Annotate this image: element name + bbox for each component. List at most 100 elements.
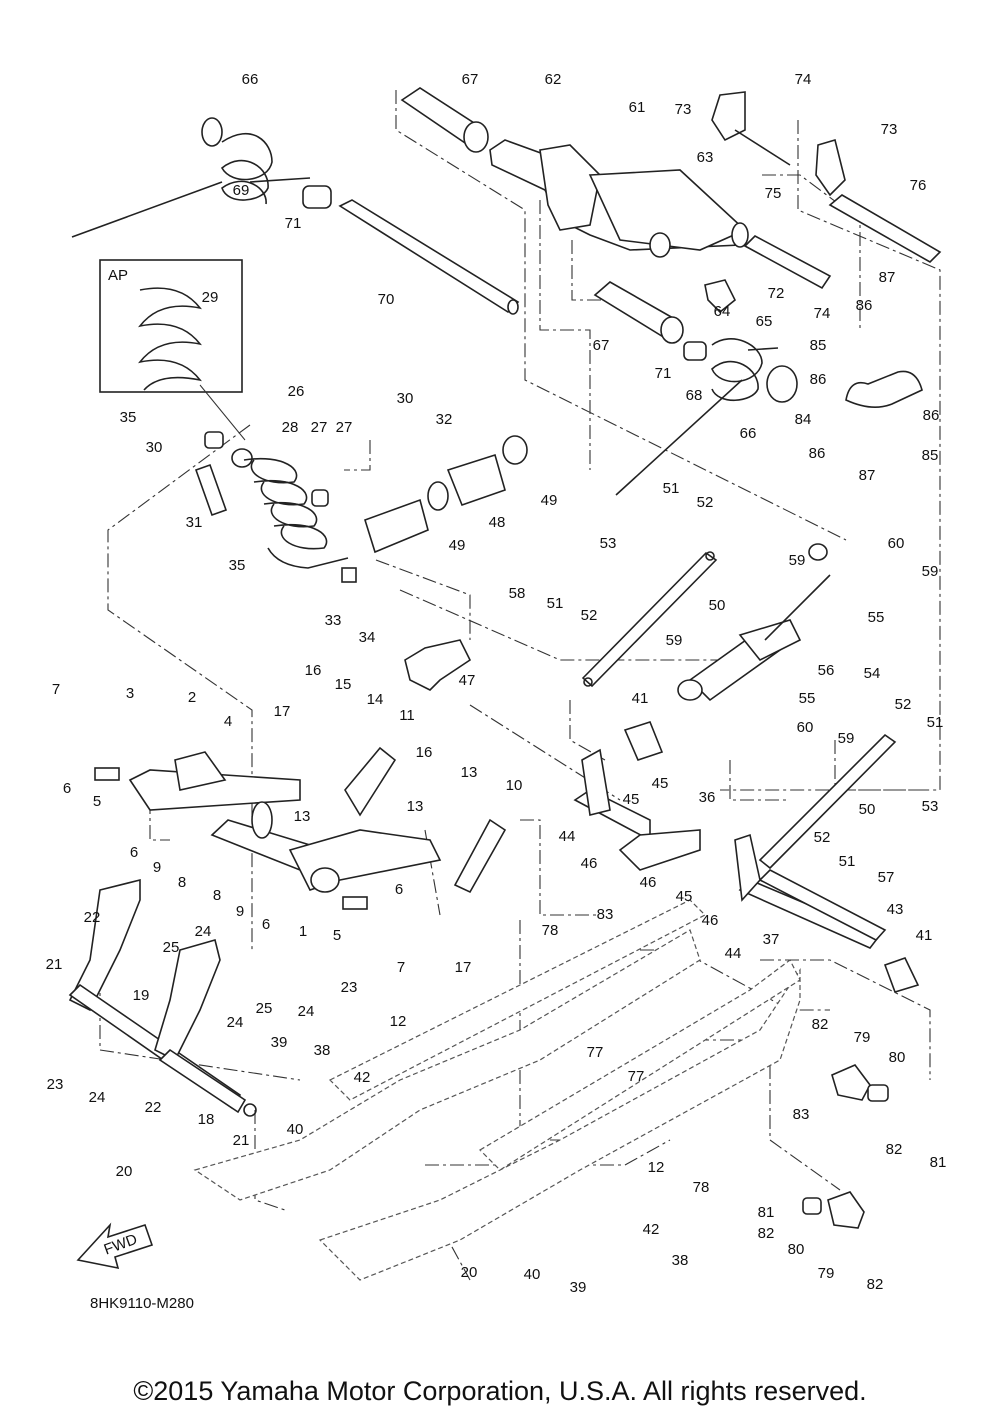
bushing-67-lower bbox=[593, 281, 684, 344]
callout-17: 17 bbox=[274, 703, 291, 720]
callout-78: 78 bbox=[542, 922, 559, 939]
callout-12: 12 bbox=[648, 1159, 665, 1176]
reservoir-48-49 bbox=[364, 435, 528, 554]
shaft-72 bbox=[743, 235, 832, 290]
callout-35: 35 bbox=[229, 557, 246, 574]
bushing-67-top bbox=[400, 87, 489, 153]
callout-74: 74 bbox=[814, 305, 831, 322]
callout-71: 71 bbox=[285, 215, 302, 232]
callout-82: 82 bbox=[758, 1225, 775, 1242]
callout-76: 76 bbox=[910, 177, 927, 194]
callout-6: 6 bbox=[63, 780, 71, 797]
torsion-spring-right bbox=[615, 338, 798, 496]
callout-7: 7 bbox=[52, 681, 60, 698]
callout-52: 52 bbox=[895, 696, 912, 713]
callout-8: 8 bbox=[213, 887, 221, 904]
callout-51: 51 bbox=[927, 714, 944, 731]
callout-34: 34 bbox=[359, 629, 376, 646]
callout-53: 53 bbox=[922, 798, 939, 815]
bracket-64 bbox=[704, 279, 737, 314]
callout-52: 52 bbox=[814, 829, 831, 846]
callout-38: 38 bbox=[314, 1042, 331, 1059]
callout-2: 2 bbox=[188, 689, 196, 706]
callout-13: 13 bbox=[407, 798, 424, 815]
callout-6: 6 bbox=[130, 844, 138, 861]
callout-57: 57 bbox=[878, 869, 895, 886]
drawing-code: 8HK9110-M280 bbox=[90, 1295, 194, 1312]
callout-24: 24 bbox=[227, 1014, 244, 1031]
callout-41: 41 bbox=[916, 927, 933, 944]
callout-20: 20 bbox=[461, 1264, 478, 1281]
callout-67: 67 bbox=[593, 337, 610, 354]
callout-61: 61 bbox=[629, 99, 646, 116]
callout-59: 59 bbox=[666, 632, 683, 649]
callout-79: 79 bbox=[854, 1029, 871, 1046]
rear-arm-assembly bbox=[94, 746, 507, 910]
torsion-spring-left bbox=[71, 117, 311, 238]
callout-75: 75 bbox=[765, 185, 782, 202]
callout-30: 30 bbox=[146, 439, 163, 456]
callout-59: 59 bbox=[838, 730, 855, 747]
callout-24: 24 bbox=[195, 923, 212, 940]
callout-5: 5 bbox=[93, 793, 101, 810]
callout-42: 42 bbox=[643, 1221, 660, 1238]
callout-66: 66 bbox=[740, 425, 757, 442]
bracket-47 bbox=[404, 639, 472, 691]
callout-85: 85 bbox=[810, 337, 827, 354]
callout-78: 78 bbox=[693, 1179, 710, 1196]
inset-label: AP bbox=[108, 267, 128, 284]
callout-23: 23 bbox=[47, 1076, 64, 1093]
callout-80: 80 bbox=[889, 1049, 906, 1066]
callout-49: 49 bbox=[449, 537, 466, 554]
callout-31: 31 bbox=[186, 514, 203, 531]
callout-15: 15 bbox=[335, 676, 352, 693]
callout-38: 38 bbox=[672, 1252, 689, 1269]
callout-16: 16 bbox=[416, 744, 433, 761]
callout-84: 84 bbox=[795, 411, 812, 428]
callout-62: 62 bbox=[545, 71, 562, 88]
callout-22: 22 bbox=[84, 909, 101, 926]
callout-67: 67 bbox=[462, 71, 479, 88]
callout-24: 24 bbox=[298, 1003, 315, 1020]
callout-12: 12 bbox=[390, 1013, 407, 1030]
callout-55: 55 bbox=[799, 690, 816, 707]
callout-80: 80 bbox=[788, 1241, 805, 1258]
callout-45: 45 bbox=[652, 775, 669, 792]
callout-6: 6 bbox=[262, 916, 270, 933]
bracket-73-75 bbox=[711, 91, 846, 197]
callout-13: 13 bbox=[461, 764, 478, 781]
callout-51: 51 bbox=[839, 853, 856, 870]
callout-83: 83 bbox=[597, 906, 614, 923]
callout-46: 46 bbox=[640, 874, 657, 891]
callout-37: 37 bbox=[763, 931, 780, 948]
callout-73: 73 bbox=[881, 121, 898, 138]
callout-8: 8 bbox=[178, 874, 186, 891]
slide-rail-left bbox=[193, 899, 707, 1201]
callout-72: 72 bbox=[768, 285, 785, 302]
callout-49: 49 bbox=[541, 492, 558, 509]
callout-17: 17 bbox=[455, 959, 472, 976]
callout-7: 7 bbox=[397, 959, 405, 976]
callout-86: 86 bbox=[809, 445, 826, 462]
callout-21: 21 bbox=[46, 956, 63, 973]
callout-64: 64 bbox=[714, 303, 731, 320]
callout-82: 82 bbox=[867, 1276, 884, 1293]
callout-27: 27 bbox=[311, 419, 328, 436]
slide-rail-right bbox=[318, 959, 801, 1281]
callout-40: 40 bbox=[287, 1121, 304, 1138]
callout-81: 81 bbox=[930, 1154, 947, 1171]
shaft-70 bbox=[338, 199, 520, 315]
callout-70: 70 bbox=[378, 291, 395, 308]
callout-1: 1 bbox=[299, 923, 307, 940]
callout-32: 32 bbox=[436, 411, 453, 428]
front-arm-63 bbox=[489, 139, 749, 258]
callout-86: 86 bbox=[856, 297, 873, 314]
callout-3: 3 bbox=[126, 685, 134, 702]
callout-10: 10 bbox=[506, 777, 523, 794]
callout-48: 48 bbox=[489, 514, 506, 531]
link-50-upper bbox=[581, 551, 718, 688]
callout-74: 74 bbox=[795, 71, 812, 88]
callout-82: 82 bbox=[812, 1016, 829, 1033]
